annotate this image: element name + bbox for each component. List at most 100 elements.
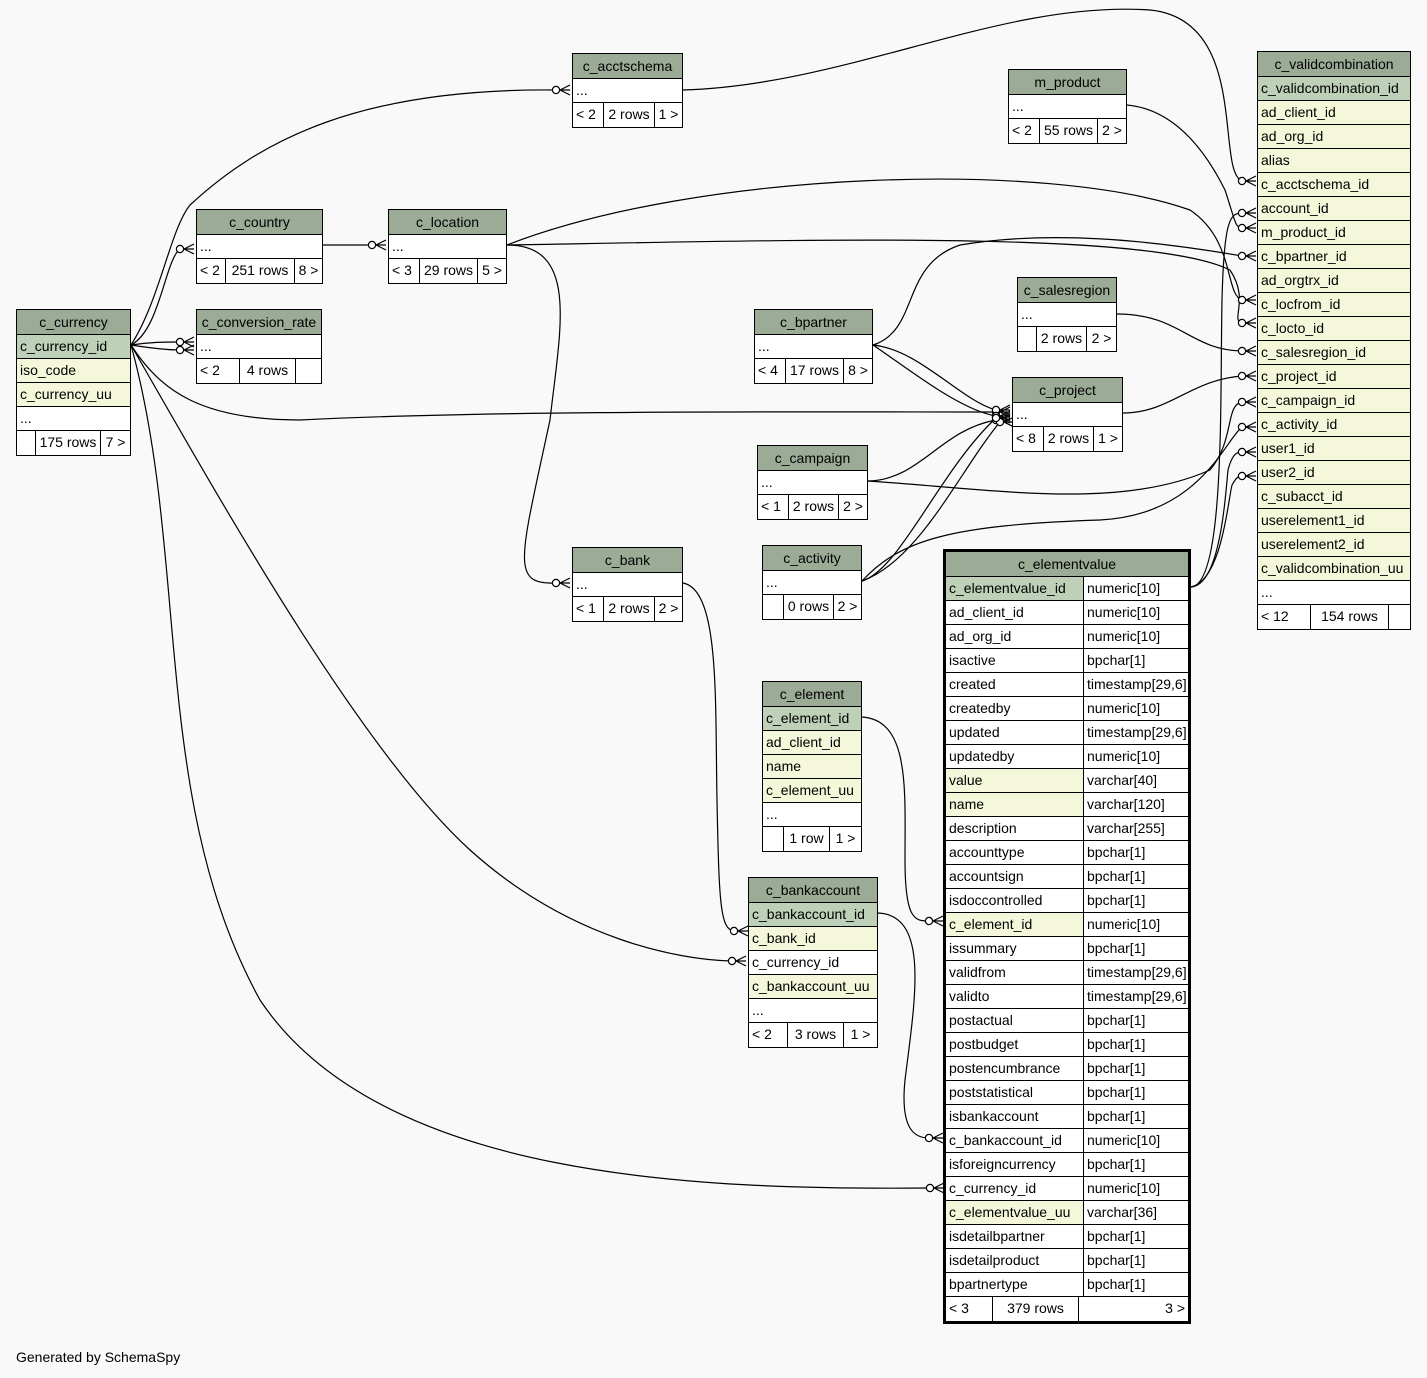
children-link[interactable]: 2 > [1086,327,1116,351]
column-row[interactable]: c_validcombination_uu [1258,557,1410,581]
children-link[interactable] [295,359,321,383]
column-row[interactable]: name [763,755,861,779]
parents-link[interactable]: < 12 [1261,608,1289,624]
children-link[interactable]: 7 > [100,431,130,455]
children-link[interactable]: 2 > [654,597,682,621]
table-title[interactable]: c_bankaccount [749,878,877,903]
column-row[interactable]: c_salesregion_id [1258,341,1410,365]
column-row[interactable]: ... [197,335,321,359]
parents-link[interactable]: < 1 [576,600,596,616]
table-title[interactable]: c_bpartner [755,310,872,335]
parents-link[interactable]: < 2 [200,262,220,278]
table-title[interactable]: c_element [763,682,861,707]
column-row[interactable]: c_currency_id [749,951,877,975]
children-link[interactable]: 1 > [654,103,682,127]
table-title[interactable]: c_validcombination [1258,52,1410,77]
column-row[interactable]: c_campaign_id [1258,389,1410,413]
column-row[interactable]: ... [573,573,682,597]
column-row[interactable]: iso_code [17,359,130,383]
children-link[interactable]: 8 > [843,359,872,383]
column-row[interactable]: c_element_id [763,707,861,731]
column-row[interactable]: c_bank_id [749,927,877,951]
children-link[interactable]: 8 > [294,259,322,283]
table-title[interactable]: m_product [1009,70,1126,95]
table-title[interactable]: c_activity [763,546,861,571]
parents-link[interactable]: < 2 [1012,122,1032,138]
parents-link[interactable] [763,595,783,619]
children-link[interactable]: 1 > [843,1023,877,1047]
children-link[interactable]: 1 > [829,827,861,851]
column-row[interactable]: ... [749,999,877,1023]
column-row[interactable]: alias [1258,149,1410,173]
column-row[interactable]: ad_org_id [1258,125,1410,149]
column-row[interactable]: c_activity_id [1258,413,1410,437]
column-row[interactable]: ... [755,335,872,359]
table-title[interactable]: c_conversion_rate [197,310,321,335]
children-link[interactable]: 5 > [477,259,506,283]
column-row[interactable]: ad_orgtrx_id [1258,269,1410,293]
children-link[interactable]: 2 > [1097,119,1126,143]
parents-link[interactable]: < 3 [949,1300,969,1316]
column-row[interactable]: ... [17,407,130,431]
children-link[interactable] [1388,605,1410,629]
column-row[interactable]: ... [1009,95,1126,119]
table-title[interactable]: c_bank [573,548,682,573]
table-title[interactable]: c_elementvalue [946,552,1188,577]
parents-link[interactable]: < 2 [752,1026,772,1042]
column-row[interactable]: c_bankaccount_uu [749,975,877,999]
table-title[interactable]: c_campaign [758,446,867,471]
column-row[interactable]: c_validcombination_id [1258,77,1410,101]
column-row[interactable]: ... [1018,303,1116,327]
column-row[interactable]: c_project_id [1258,365,1410,389]
column-row[interactable]: c_acctschema_id [1258,173,1410,197]
parents-link[interactable]: < 3 [392,262,412,278]
children-link[interactable]: 3 > [1078,1297,1188,1321]
table-title[interactable]: c_salesregion [1018,278,1116,303]
column-row[interactable]: ... [573,79,682,103]
parents-link[interactable]: < 8 [1016,430,1036,446]
column-row[interactable]: ... [763,803,861,827]
column-row[interactable]: ... [1013,403,1122,427]
parents-link[interactable] [1018,327,1036,351]
column-row[interactable]: c_currency_uu [17,383,130,407]
parents-link[interactable]: < 2 [576,106,596,122]
table-title[interactable]: c_project [1013,378,1122,403]
children-link[interactable]: 2 > [838,495,867,519]
column-row[interactable]: account_id [1258,197,1410,221]
column-row[interactable]: ... [389,235,506,259]
